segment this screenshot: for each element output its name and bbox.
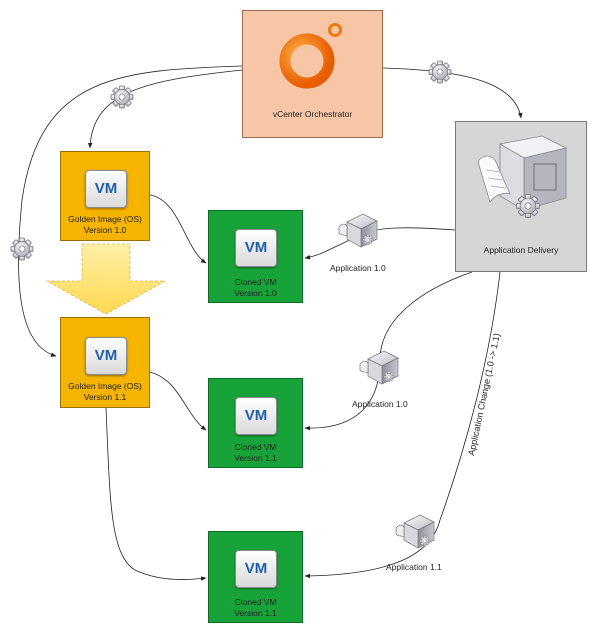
orchestrator-logo-icon (279, 23, 342, 89)
golden-image-1-1-node[interactable]: VM Golden Image (OS) Version 1.1 (60, 317, 150, 408)
cloned-vm-title: Cloned VM (234, 442, 277, 452)
gear-icon (428, 60, 452, 84)
application-change-label: Application Change (1.0 -> 1.1) (466, 332, 502, 456)
golden-image-version: Version 1.1 (83, 392, 127, 402)
connector-delivery-to-clone1 (304, 227, 456, 260)
connector-golden1-to-clone1 (149, 194, 207, 264)
cloned-vm-1-0-node[interactable]: VM Cloned VM Version 1.0 (208, 210, 303, 303)
cloned-vm-1-1-node[interactable]: VM Cloned VM Version 1.1 (208, 531, 303, 623)
golden-image-1-0-node[interactable]: VM Golden Image (OS) Version 1.0 (60, 151, 150, 241)
cloned-vm-version: Version 1.1 (234, 453, 277, 463)
application-package-label: Application 1.0 (330, 263, 386, 273)
orchestrator-label: vCenter Orchestrator (272, 109, 353, 119)
golden-image-title: Golden Image (OS) (68, 381, 142, 391)
gear-icon (10, 237, 34, 261)
application-delivery-node[interactable]: Application Delivery (455, 121, 587, 272)
cloned-vm-version: Version 1.1 (234, 608, 277, 618)
cloned-vm-title: Cloned VM (234, 277, 277, 287)
cloned-vm-1-1-node[interactable]: VM Cloned VM Version 1.1 (208, 378, 303, 468)
package-box-icon (360, 351, 398, 384)
application-package-label: Application 1.1 (386, 562, 442, 572)
application-package-label: Application 1.0 (352, 399, 408, 409)
vm-icon: VM (235, 550, 277, 588)
connector-orch-to-golden1 (87, 69, 243, 149)
connector-delivery-to-clone3 (304, 271, 501, 579)
connector-golden2-to-clone2 (149, 371, 207, 431)
cloned-vm-version: Version 1.0 (234, 288, 277, 298)
golden-image-title: Golden Image (OS) (68, 214, 142, 224)
connector-orch-to-golden2 (18, 65, 243, 357)
vm-icon: VM (235, 229, 277, 267)
golden-image-version: Version 1.0 (83, 225, 127, 235)
vm-icon: VM (85, 170, 127, 208)
application-delivery-label: Application Delivery (483, 245, 559, 255)
server-document-icon (477, 135, 568, 218)
connector-orch-to-delivery (382, 67, 523, 119)
upgrade-down-arrow-icon (45, 243, 167, 315)
vm-icon: VM (235, 397, 277, 435)
cloned-vm-title: Cloned VM (234, 597, 277, 607)
orchestrator-node[interactable]: vCenter Orchestrator (242, 10, 383, 138)
gear-icon (110, 85, 134, 109)
vm-icon: VM (85, 337, 127, 375)
connector-golden2-to-clone3 (105, 407, 207, 581)
package-box-icon (396, 515, 434, 548)
